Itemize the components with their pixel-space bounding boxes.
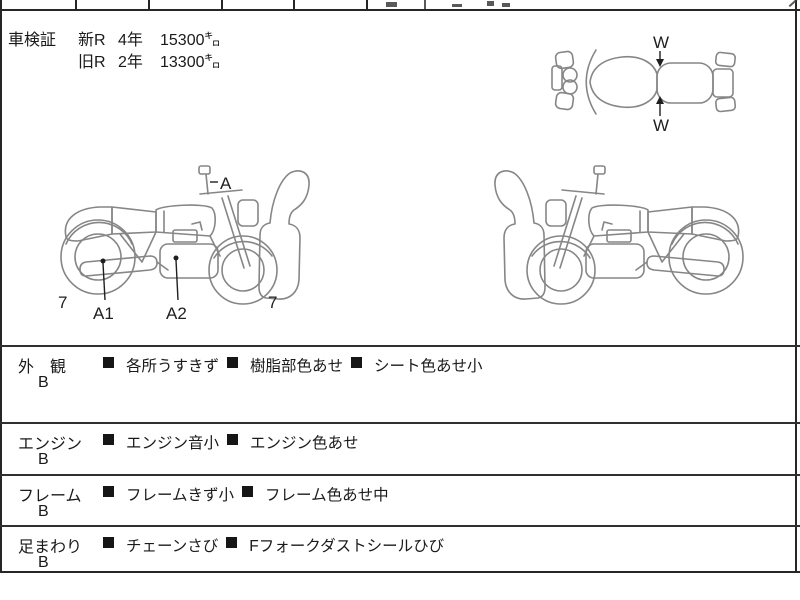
section-grade: B bbox=[38, 374, 49, 391]
condition-item: エンジン音小 bbox=[103, 431, 219, 453]
section-grade: B bbox=[38, 503, 49, 520]
condition-items: フレームきず小 フレーム色あせ中 bbox=[103, 483, 389, 505]
windshield-arc bbox=[585, 49, 597, 115]
section-engine: エンジン B エンジン音小 エンジン色あせ bbox=[0, 422, 800, 474]
bullet-square-icon bbox=[226, 537, 238, 548]
engine-callout-label: A2 bbox=[166, 304, 187, 323]
registration-era: 旧R bbox=[78, 54, 106, 71]
cropped-text-fragment bbox=[424, 0, 426, 9]
condition-items: エンジン音小 エンジン色あせ bbox=[103, 431, 359, 453]
condition-item-label: エンジン音小 bbox=[126, 435, 220, 452]
bullet-square-icon bbox=[103, 434, 114, 445]
condition-items: 各所うすきず 樹脂部色あせ シート色あせ小 bbox=[103, 354, 483, 376]
bullet-square-icon bbox=[103, 486, 114, 497]
cropped-text-fragment bbox=[452, 4, 462, 7]
rear-tire-grade-label: 7 bbox=[58, 293, 67, 312]
condition-item-label: チェーンさび bbox=[126, 538, 219, 555]
handlebar-left-icon bbox=[554, 50, 575, 70]
condition-item-label: シート色あせ小 bbox=[374, 358, 483, 375]
section-label: エンジン bbox=[18, 436, 83, 453]
muffler-callout-label: A1 bbox=[93, 304, 114, 323]
condition-item: チェーンさび bbox=[103, 534, 218, 556]
registration-era: 新R bbox=[78, 32, 106, 49]
condition-item-label: エンジン色あせ bbox=[250, 435, 359, 452]
condition-item-label: フレームきず小 bbox=[126, 487, 235, 504]
right-motorcycle-sketch bbox=[494, 165, 744, 305]
cropped-text-fragment bbox=[487, 1, 494, 6]
page-left-border bbox=[0, 0, 2, 573]
condition-item: 各所うすきず bbox=[103, 354, 219, 376]
muffler-callout-line bbox=[102, 262, 106, 301]
condition-item: フレームきず小 bbox=[103, 483, 234, 505]
section-exterior: 外 観 B 各所うすきず 樹脂部色あせ シート色あせ小 bbox=[0, 345, 800, 422]
bullet-square-icon bbox=[351, 357, 363, 368]
engine-callout-line bbox=[175, 259, 179, 301]
fuel-tank bbox=[589, 55, 658, 109]
condition-item: フレーム色あせ中 bbox=[242, 483, 389, 505]
page-right-border bbox=[795, 0, 797, 573]
section-undercarriage: 足まわり B チェーンさび Fフォークダストシールひび bbox=[0, 525, 800, 571]
condition-item-label: 樹脂部色あせ bbox=[250, 358, 344, 375]
muffler-callout-dot bbox=[100, 258, 106, 264]
cropped-text-fragment bbox=[386, 2, 397, 7]
seat bbox=[656, 62, 714, 104]
rear-footpeg-icon bbox=[714, 51, 736, 68]
left-motorcycle-sketch bbox=[60, 165, 310, 305]
bullet-square-icon bbox=[227, 434, 239, 445]
header-column-divider bbox=[293, 0, 295, 9]
condition-item: シート色あせ小 bbox=[351, 354, 483, 376]
section-label: フレーム bbox=[18, 488, 82, 505]
condition-item: 樹脂部色あせ bbox=[227, 354, 343, 376]
motorcycle-top-view-sketch: W W bbox=[551, 33, 737, 135]
motorcycle-side-view-sketches: A A1 A2 7 7 bbox=[58, 165, 744, 323]
page-bottom-border bbox=[0, 571, 800, 573]
header-column-divider bbox=[366, 0, 368, 9]
bullet-square-icon bbox=[103, 357, 114, 368]
registration-year: 4年 bbox=[118, 32, 143, 49]
inspection-row-new: 新R 4年 15300㌔ bbox=[78, 30, 221, 52]
rear-footpeg-icon bbox=[715, 96, 737, 113]
vehicle-inspection-rows: 新R 4年 15300㌔ 旧R 2年 13300㌔ bbox=[78, 30, 221, 74]
condition-item-label: フレーム色あせ中 bbox=[265, 487, 389, 504]
header-column-divider bbox=[221, 0, 223, 9]
tail-block bbox=[712, 68, 734, 98]
cropped-text-fragment bbox=[502, 3, 510, 7]
front-tire-grade-label: 7 bbox=[268, 293, 277, 312]
registration-year: 2年 bbox=[118, 54, 143, 71]
section-frame: フレーム B フレームきず小 フレーム色あせ中 bbox=[0, 474, 800, 525]
odometer-value: 15300㌔ bbox=[160, 32, 221, 49]
bullet-square-icon bbox=[227, 357, 239, 368]
condition-item-label: 各所うすきず bbox=[126, 358, 220, 375]
condition-items: チェーンさび Fフォークダストシールひび bbox=[103, 534, 444, 556]
mirror-callout-label: A bbox=[220, 174, 232, 193]
inspection-row-old: 旧R 2年 13300㌔ bbox=[78, 52, 221, 74]
odometer-value: 13300㌔ bbox=[160, 54, 221, 71]
width-label-bottom: W bbox=[653, 116, 669, 135]
condition-item: Fフォークダストシールひび bbox=[226, 534, 444, 556]
vehicle-inspection-label: 車検証 bbox=[8, 32, 57, 49]
headlamp-icon bbox=[562, 67, 578, 83]
section-label: 外 観 bbox=[18, 359, 67, 376]
header-column-divider bbox=[75, 0, 77, 9]
width-label-top: W bbox=[653, 33, 669, 52]
condition-item: エンジン色あせ bbox=[227, 431, 359, 453]
condition-item-label: Fフォークダストシールひび bbox=[249, 538, 445, 555]
section-grade: B bbox=[38, 554, 49, 571]
width-arrowhead-top bbox=[656, 59, 664, 67]
width-arrowhead-bottom bbox=[656, 96, 664, 104]
front-fork-plate bbox=[551, 65, 563, 91]
top-row-bottom-border bbox=[0, 9, 800, 11]
bullet-square-icon bbox=[242, 486, 254, 497]
vehicle-inspection-block: 車検証 新R 4年 15300㌔ 旧R 2年 13300㌔ bbox=[8, 30, 221, 74]
bullet-square-icon bbox=[103, 537, 114, 548]
headlamp-icon bbox=[562, 79, 578, 95]
section-label: 足まわり bbox=[18, 539, 83, 556]
section-grade: B bbox=[38, 451, 49, 468]
header-column-divider bbox=[148, 0, 150, 9]
engine-callout-dot bbox=[173, 255, 179, 261]
